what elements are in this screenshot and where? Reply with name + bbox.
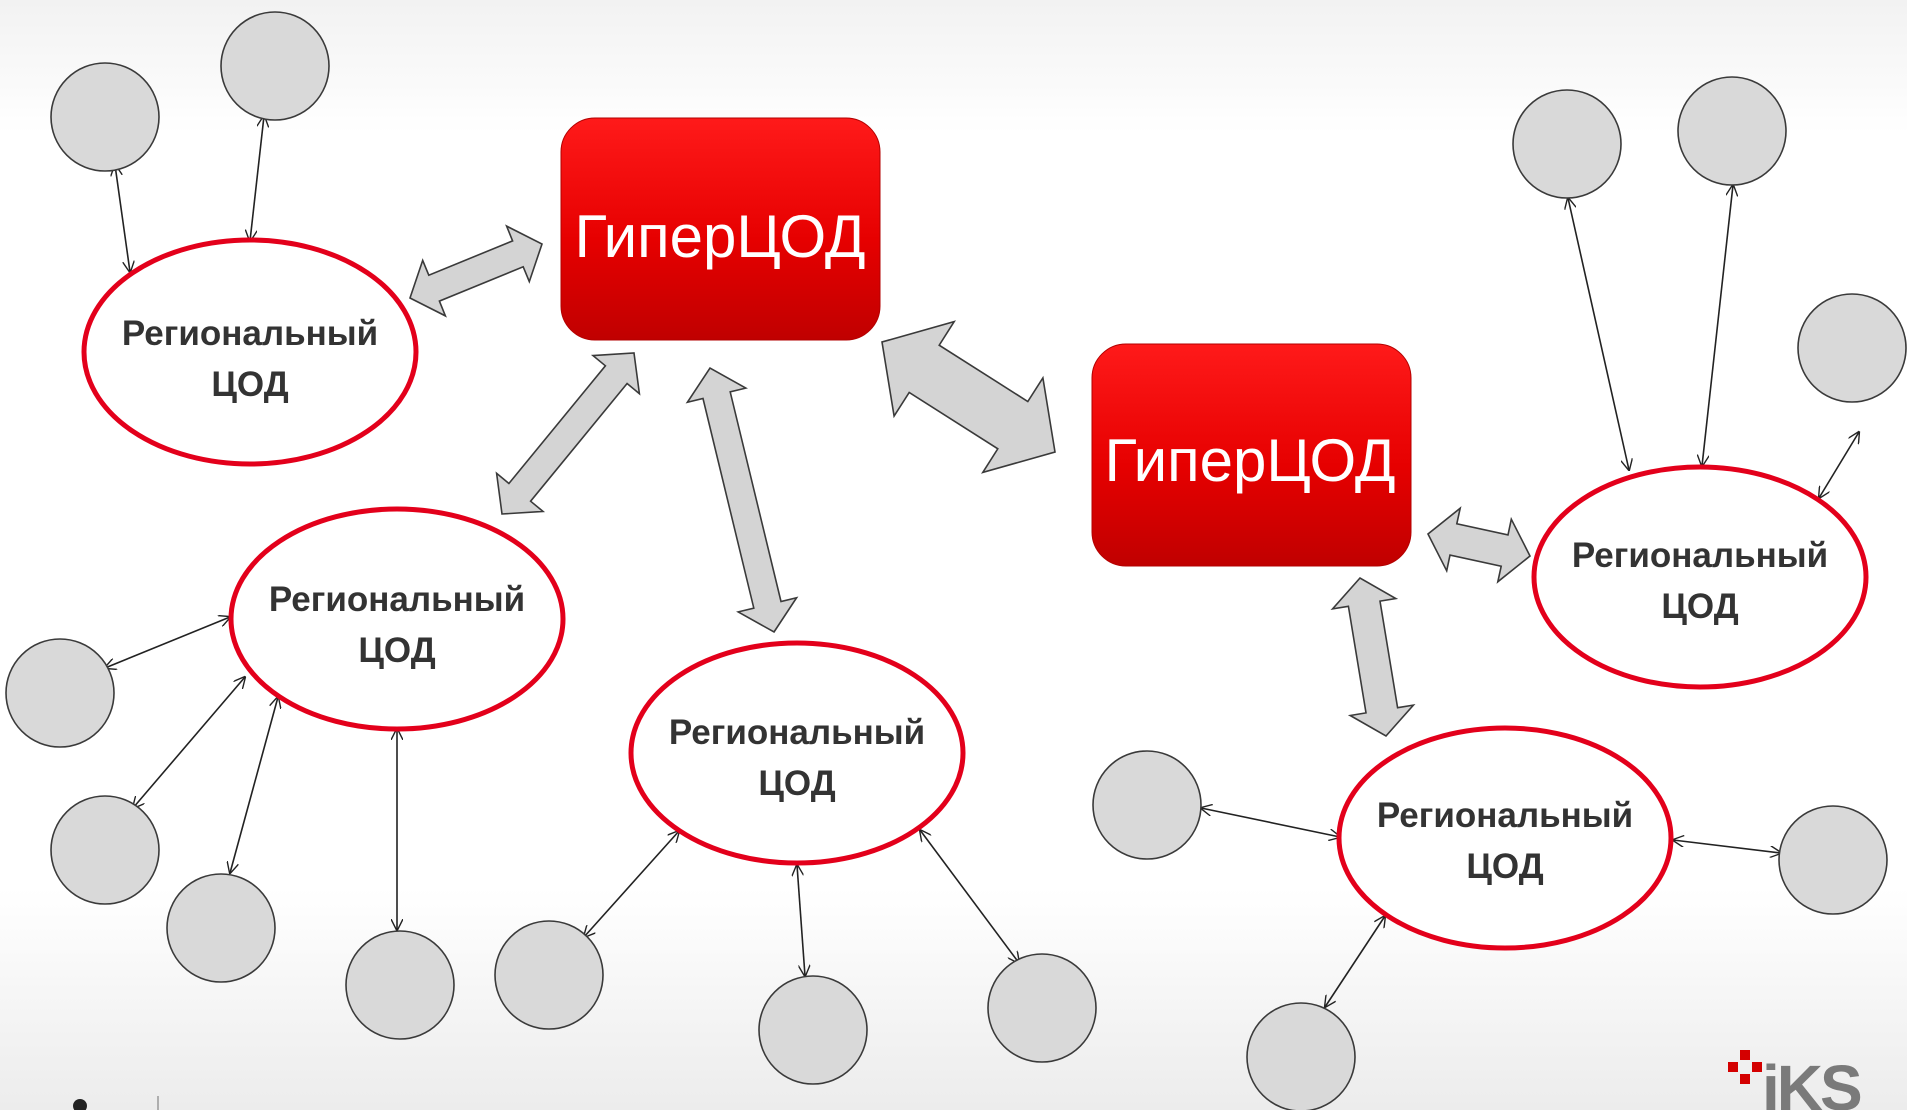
link-line (1673, 840, 1781, 853)
peripheral-node (1512, 89, 1622, 199)
regional-dc-label-line2: ЦОД (1466, 847, 1543, 886)
double-arrow (1330, 576, 1416, 738)
iks-logo: iKS (1728, 1050, 1864, 1110)
regional-dcs: Региональный ЦОД Региональный ЦОД Регион… (81, 237, 1869, 951)
hyper-dc-label: ГиперЦОД (1105, 427, 1396, 494)
hyper-dc-box (560, 117, 881, 341)
regional-dc-shape (81, 237, 419, 467)
link-line (584, 831, 679, 937)
iks-logo-text: iKS (1762, 1052, 1861, 1110)
regional-dc-shape (228, 506, 566, 732)
double-arrow (409, 224, 543, 318)
hyper-dcs: ГиперЦОД ГиперЦОД (560, 117, 1412, 567)
link-line (920, 830, 1019, 963)
peripheral-node (987, 953, 1097, 1063)
regional-dc-label-line2: ЦОД (758, 764, 835, 803)
link-line (133, 677, 245, 808)
peripheral-node (1677, 76, 1787, 186)
regional-dc-bottom-right: Региональный ЦОД (1336, 725, 1674, 951)
regional-dc-label-line2: ЦОД (1661, 587, 1738, 626)
double-arrow (685, 366, 799, 634)
thin-links (105, 116, 1859, 1007)
peripheral-node (50, 795, 160, 905)
double-arrow (881, 320, 1056, 474)
peripheral-node (166, 873, 276, 983)
link-line (105, 617, 230, 668)
peripheral-node (1092, 750, 1202, 860)
regional-dc-middle-left: Региональный ЦОД (228, 506, 566, 732)
regional-dc-top-left: Региональный ЦОД (81, 237, 419, 467)
regional-dc-right: Региональный ЦОД (1531, 464, 1869, 690)
regional-dc-label-line1: Региональный (1572, 536, 1828, 575)
link-line (230, 697, 278, 873)
big-arrows (409, 224, 1532, 738)
regional-dc-label-line1: Региональный (1377, 796, 1633, 835)
regional-dc-label-line2: ЦОД (211, 365, 288, 404)
peripheral-node (50, 62, 160, 172)
peripheral-nodes (5, 11, 1907, 1110)
regional-dc-shape (628, 640, 966, 866)
regional-dc-shape (1336, 725, 1674, 951)
regional-dc-label-line1: Региональный (122, 314, 378, 353)
regional-dc-label-line2: ЦОД (358, 631, 435, 670)
bottom-left-logo-fragment (73, 1096, 159, 1110)
regional-dc-label-line1: Региональный (669, 713, 925, 752)
peripheral-node (1246, 1002, 1356, 1110)
link-line (797, 865, 805, 976)
double-arrow (1426, 506, 1532, 584)
link-line (115, 165, 130, 272)
logo-mark (1728, 1062, 1738, 1072)
peripheral-node (758, 975, 868, 1085)
hyper-dc-label: ГиперЦОД (575, 203, 866, 270)
double-arrow (495, 352, 641, 515)
regional-dc-label-line1: Региональный (269, 580, 525, 619)
link-line (1325, 916, 1385, 1007)
peripheral-node (345, 930, 455, 1040)
link-line (1819, 432, 1859, 498)
link-line (1568, 198, 1629, 470)
hyper-dc-right: ГиперЦОД (1091, 343, 1412, 567)
peripheral-node (494, 920, 604, 1030)
peripheral-node (1797, 293, 1907, 403)
hyper-dc-box (1091, 343, 1412, 567)
peripheral-node (5, 638, 115, 748)
peripheral-node (1778, 805, 1888, 915)
peripheral-node (220, 11, 330, 121)
regional-dc-bottom-middle: Региональный ЦОД (628, 640, 966, 866)
regional-dc-shape (1531, 464, 1869, 690)
logo-fragment (73, 1099, 87, 1110)
link-line (1702, 185, 1733, 466)
hyper-dc-left: ГиперЦОД (560, 117, 881, 341)
logo-mark (1752, 1062, 1762, 1072)
link-line (1201, 808, 1340, 837)
link-line (250, 116, 264, 241)
logo-mark (1740, 1050, 1750, 1060)
logo-mark (1740, 1074, 1750, 1084)
